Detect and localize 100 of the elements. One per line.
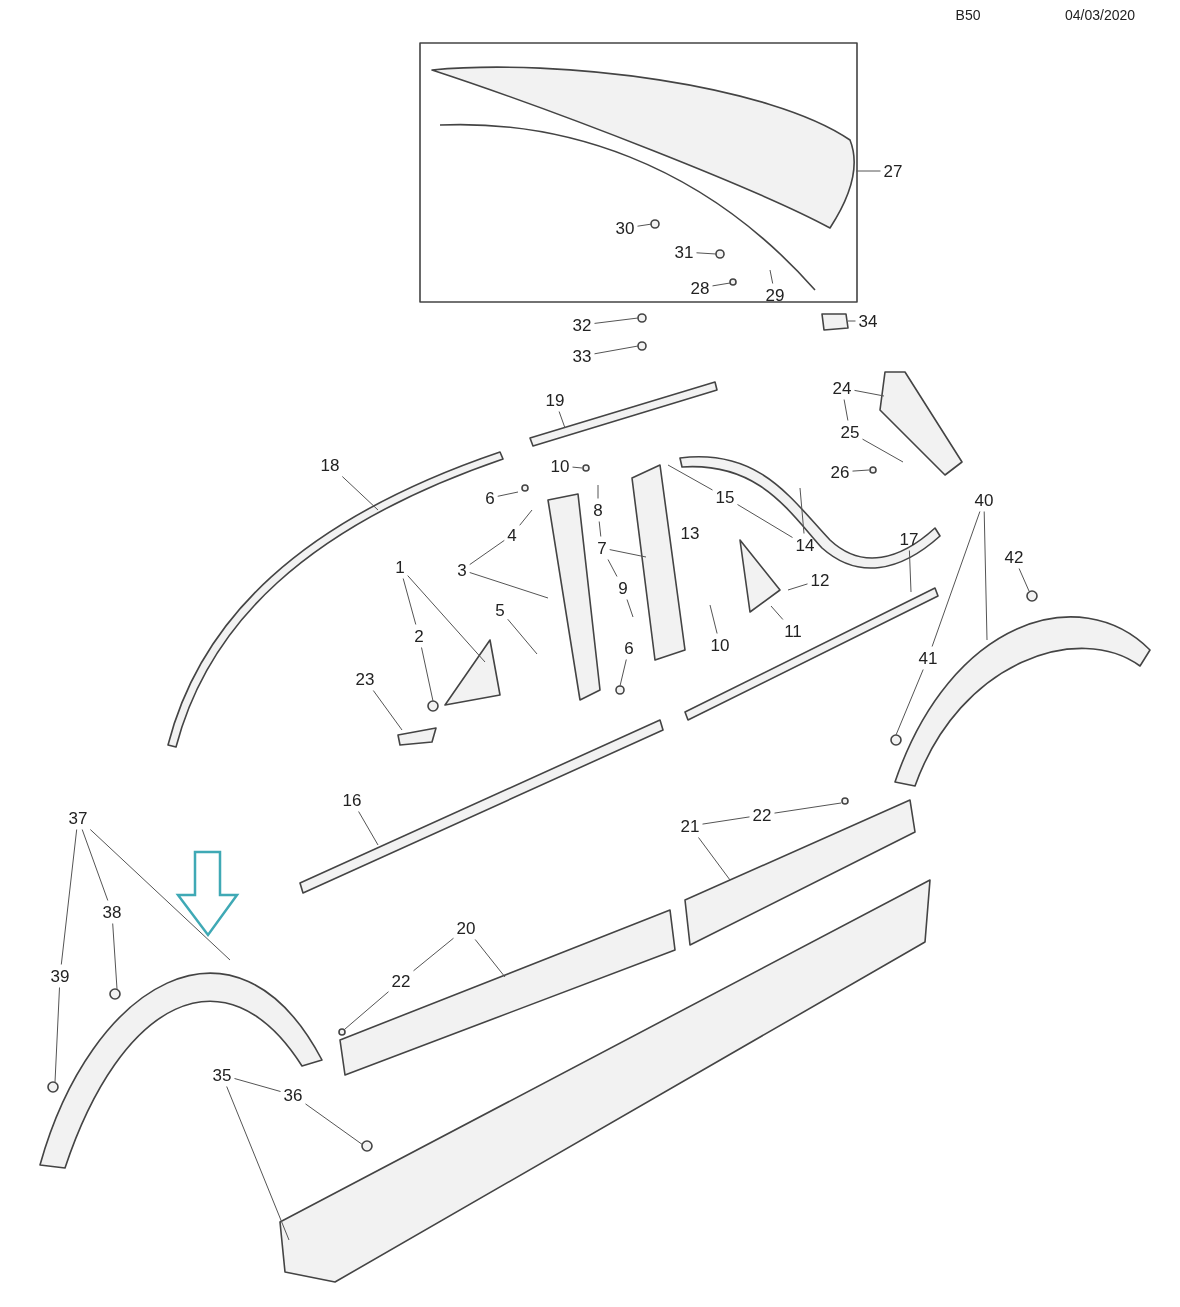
callout-number: 9 xyxy=(617,578,629,598)
leader-line xyxy=(305,1103,364,1146)
leader-line xyxy=(558,411,566,429)
leader-line xyxy=(626,599,634,618)
leader-line xyxy=(407,575,486,663)
leader-line xyxy=(787,583,808,591)
leader-line xyxy=(54,987,60,1083)
leader-line xyxy=(862,438,904,463)
callout-number: 10 xyxy=(709,635,731,655)
callout-number: 40 xyxy=(973,490,995,510)
leader-line xyxy=(609,549,647,558)
leader-line xyxy=(983,511,988,641)
leader-line xyxy=(421,647,434,702)
leader-line xyxy=(519,509,533,526)
callout-number: 7 xyxy=(596,538,608,558)
callout-number: 42 xyxy=(1003,547,1025,567)
leader-line xyxy=(497,491,519,497)
leader-line xyxy=(344,991,389,1030)
callout-number: 2 xyxy=(413,626,425,646)
callout-number: 13 xyxy=(679,523,701,543)
leader-line xyxy=(402,578,417,625)
callout-number: 24 xyxy=(831,378,853,398)
callout-number: 22 xyxy=(751,805,773,825)
leader-line xyxy=(769,269,774,284)
leader-line xyxy=(112,923,118,990)
leader-line xyxy=(619,659,627,687)
leader-line xyxy=(895,669,924,736)
callout-number: 20 xyxy=(455,918,477,938)
header-text: 04/03/2020 xyxy=(1063,7,1137,23)
leader-line xyxy=(1018,568,1030,592)
callout-number: 17 xyxy=(898,529,920,549)
leader-line xyxy=(341,476,379,511)
leader-line xyxy=(572,466,583,469)
callout-number: 23 xyxy=(354,669,376,689)
callout-number: 32 xyxy=(571,315,593,335)
callout-number: 31 xyxy=(673,242,695,262)
callout-number: 33 xyxy=(571,346,593,366)
leader-line xyxy=(847,320,856,322)
callout-number: 29 xyxy=(764,285,786,305)
leader-line xyxy=(89,829,231,961)
leader-line xyxy=(81,829,109,901)
leader-line xyxy=(667,464,713,491)
callout-number: 12 xyxy=(809,570,831,590)
callout-number: 10 xyxy=(549,456,571,476)
callout-number: 6 xyxy=(623,638,635,658)
leader-line xyxy=(843,399,849,421)
callout-number: 30 xyxy=(614,218,636,238)
callout-number: 18 xyxy=(319,455,341,475)
callout-number: 15 xyxy=(714,487,736,507)
callout-number: 6 xyxy=(484,488,496,508)
leader-line xyxy=(413,937,454,972)
leader-line xyxy=(637,223,653,227)
leader-line xyxy=(226,1086,290,1241)
leader-line xyxy=(594,317,639,324)
leader-line xyxy=(931,511,981,647)
callout-number: 39 xyxy=(49,966,71,986)
callout-number: 11 xyxy=(783,621,803,641)
callout-number: 4 xyxy=(506,525,518,545)
callout-number: 41 xyxy=(917,648,939,668)
callout-number: 5 xyxy=(494,600,506,620)
callout-number: 16 xyxy=(341,790,363,810)
leader-line xyxy=(770,605,784,620)
leader-line xyxy=(696,252,717,255)
callout-number: 8 xyxy=(592,500,604,520)
leader-line xyxy=(774,802,842,814)
leader-line xyxy=(737,504,793,538)
leader-line xyxy=(908,550,912,593)
callout-number: 27 xyxy=(882,161,904,181)
leader-line xyxy=(709,604,718,634)
leader-line xyxy=(234,1078,281,1092)
callout-number: 28 xyxy=(689,278,711,298)
callout-number: 22 xyxy=(390,971,412,991)
callout-number: 37 xyxy=(67,808,89,828)
leader-line xyxy=(60,829,78,965)
callout-number: 36 xyxy=(282,1085,304,1105)
leader-line xyxy=(712,282,731,287)
leader-line xyxy=(469,539,505,566)
callout-number: 3 xyxy=(456,560,468,580)
leader-line xyxy=(855,170,881,172)
leader-line xyxy=(607,559,618,577)
callout-number: 38 xyxy=(101,902,123,922)
callout-number: 1 xyxy=(394,557,406,577)
leader-line xyxy=(507,618,538,655)
callout-number: 26 xyxy=(829,462,851,482)
leader-line xyxy=(372,690,403,731)
leader-line xyxy=(474,939,506,978)
leader-line xyxy=(469,572,549,599)
leader-line xyxy=(854,389,885,397)
callout-number: 25 xyxy=(839,422,861,442)
leader-line xyxy=(597,484,599,499)
leader-line xyxy=(702,816,750,825)
leader-line xyxy=(698,837,731,881)
leader-line xyxy=(852,469,870,472)
leader-line xyxy=(598,521,602,537)
leader-line xyxy=(799,487,805,534)
callout-number: 14 xyxy=(794,535,816,555)
callout-number: 35 xyxy=(211,1065,233,1085)
leader-line xyxy=(594,345,639,355)
callout-number: 34 xyxy=(857,311,879,331)
leader-line xyxy=(358,811,379,846)
